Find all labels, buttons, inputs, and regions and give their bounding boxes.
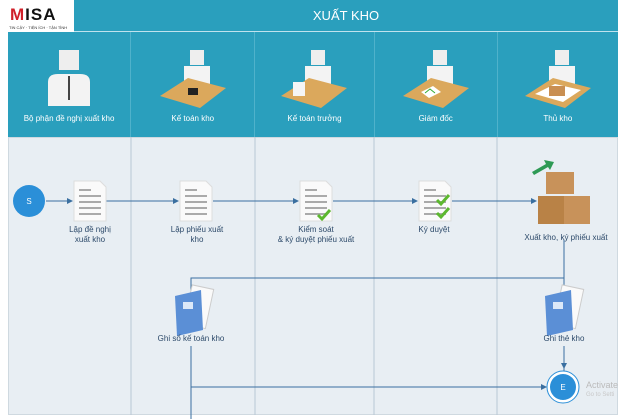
chief-accountant-desk-icon	[281, 50, 348, 108]
lane-chief-accountant: Kế toán trưởng	[255, 32, 375, 137]
document-icon	[179, 180, 213, 222]
storekeeper-desk-icon	[524, 50, 591, 108]
accountant-desk-icon	[159, 50, 226, 108]
step-label-ledger: Ghi sổ kế toán kho	[157, 334, 225, 343]
lane-requesting-dept: Bộ phận đề nghị xuất kho	[8, 32, 132, 137]
lane-warehouse-accountant: Kế toán kho	[131, 32, 256, 137]
lane-label: Thủ kho	[543, 114, 573, 123]
person-icon	[48, 50, 91, 106]
boxes-icon	[532, 160, 590, 224]
logo-brand: MISA	[10, 5, 57, 24]
lane-label: Kế toán trưởng	[287, 114, 342, 123]
misa-logo: MISA TIN CẬY · TIỆN ÍCH · TẬN TÌNH	[0, 0, 74, 36]
start-label: S	[26, 197, 32, 206]
lane-label: Giám đốc	[418, 114, 453, 123]
document-icon	[73, 180, 107, 222]
logo-tagline: TIN CẬY · TIỆN ÍCH · TẬN TÌNH	[9, 25, 68, 30]
step-label-dispatch: Xuất kho, ký phiếu xuất	[524, 233, 608, 242]
end-label: E	[560, 383, 566, 392]
lane-label: Bộ phận đề nghị xuất kho	[23, 114, 115, 123]
ledger-book-icon	[174, 284, 215, 337]
lane-label: Kế toán kho	[171, 114, 215, 123]
lane-director: Giám đốc	[375, 32, 498, 137]
stock-card-book-icon	[544, 284, 585, 337]
step-label-review: Kiểm soát& ký duyệt phiếu xuất	[277, 225, 355, 244]
lane-headers: Bộ phận đề nghị xuất kho Kế toán kho Kế …	[8, 32, 618, 137]
lane-dividers	[130, 137, 498, 415]
watermark-settings: Go to Setti	[586, 392, 615, 398]
director-desk-icon	[402, 50, 469, 108]
document-double-check-icon	[418, 180, 452, 222]
end-node	[546, 370, 580, 404]
step-label-stock-card: Ghi thẻ kho	[543, 334, 585, 343]
diagram-title: XUẤT KHO	[74, 0, 618, 32]
step-label-approve: Ký duyệt	[418, 225, 450, 234]
lane-storekeeper: Thủ kho	[498, 32, 618, 137]
start-node	[13, 185, 45, 217]
watermark-activate: Activate	[586, 380, 619, 390]
